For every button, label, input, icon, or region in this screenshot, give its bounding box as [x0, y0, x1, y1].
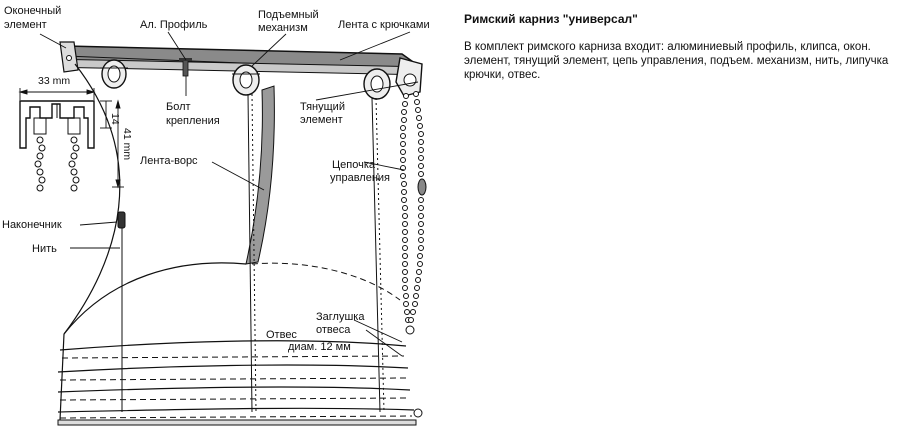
cord-tip [117, 211, 126, 229]
weight-bar [57, 408, 423, 426]
label-plug-2: отвеса [316, 324, 351, 336]
label-dim-33: 33 mm [38, 75, 70, 87]
label-lift: Подъемный [258, 9, 319, 21]
lift-mechanism-right [363, 68, 391, 100]
label-dim-14: 14 [109, 113, 121, 125]
label-bolt-2: крепления [166, 115, 220, 127]
label-pull: Тянущий [300, 101, 345, 113]
label-pile-tape: Лента-ворс [140, 155, 198, 167]
description-text: В комплект римского карниза входит: алюм… [464, 41, 889, 81]
label-plug: Заглушка [316, 311, 365, 323]
label-chain: Цепочка [332, 159, 376, 171]
label-tip: Наконечник [2, 219, 62, 231]
cross-section-chains [34, 136, 80, 192]
threads [121, 93, 385, 413]
roman-blind-diagram: Оконечный элемент Ал. Профиль Подъемный … [2, 5, 430, 426]
profile-cross-section [19, 100, 95, 149]
label-hook-tape: Лента с крючками [338, 19, 430, 31]
leader-lines [39, 31, 419, 357]
end-element-left [59, 41, 79, 73]
label-chain-2: управления [330, 172, 390, 184]
label-weight-2: диам. 12 мм [288, 341, 351, 353]
lift-mechanism-center [232, 64, 260, 96]
label-weight: Отвес [266, 329, 297, 341]
label-dim-41: 41 mm [121, 128, 133, 160]
fold-dashed-lines [59, 262, 413, 419]
label-lift-2: механизм [258, 22, 308, 34]
page-title: Римский карниз "универсал" [464, 12, 638, 26]
label-thread: Нить [32, 243, 57, 255]
label-end-element-2: элемент [4, 19, 47, 31]
lift-mechanism-left [100, 59, 128, 89]
blind-fabric [57, 63, 415, 421]
pull-element [395, 57, 423, 97]
label-end-element: Оконечный [4, 5, 61, 17]
label-pull-2: элемент [300, 114, 343, 126]
label-profile: Ал. Профиль [140, 19, 208, 31]
description-panel: Римский карниз "универсал" В комплект ри… [464, 12, 900, 82]
pile-tape [245, 85, 275, 265]
label-bolt: Болт [166, 101, 191, 113]
control-chain [400, 91, 427, 335]
